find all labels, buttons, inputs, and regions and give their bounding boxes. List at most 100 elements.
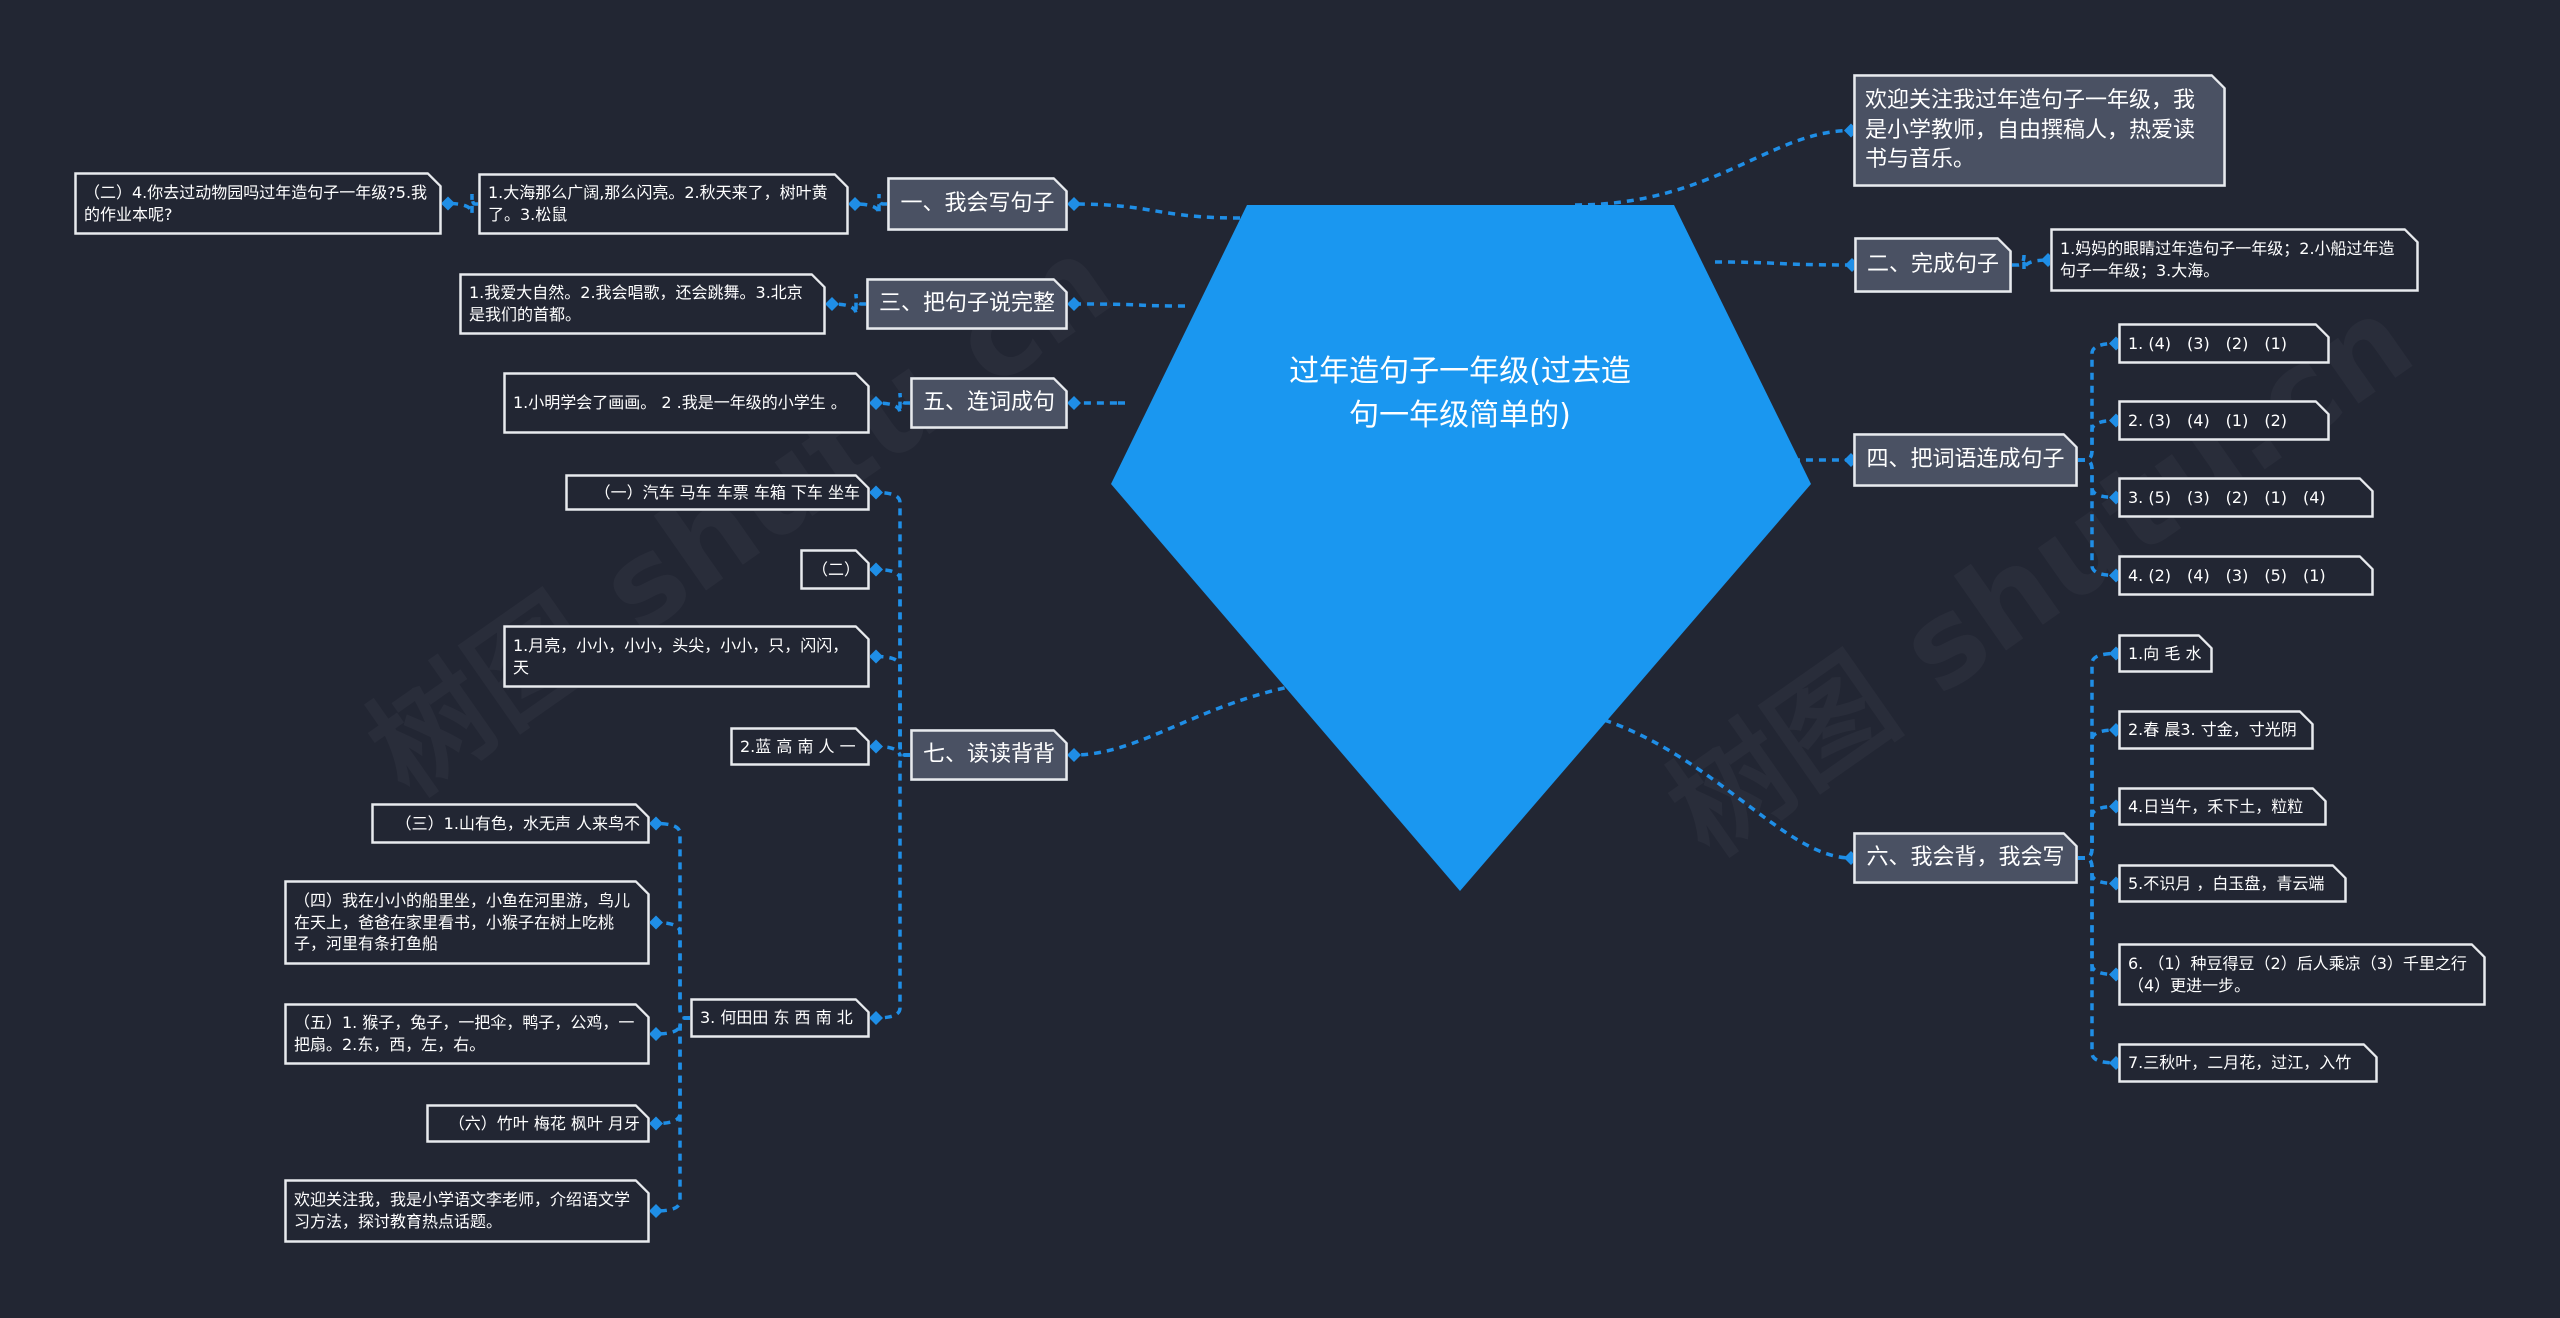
connector-diamond-icon bbox=[1067, 396, 1081, 410]
branch-label: 四、把词语连成句子 bbox=[1866, 447, 2065, 473]
leaf-connect-1[interactable]: 1. (4) (3) (2) (1) bbox=[2118, 323, 2330, 364]
connector-diamond-icon bbox=[869, 562, 883, 577]
branch-complete-sentences[interactable]: 二、完成句子 bbox=[1854, 237, 2012, 293]
center-pentagon[interactable] bbox=[1111, 205, 1811, 891]
leaf-read-2[interactable]: （二） bbox=[800, 549, 870, 590]
subleaf-read-5[interactable]: 欢迎关注我，我是小学语文李老师，介绍语文学习方法，探讨教育热点话题。 bbox=[284, 1179, 650, 1243]
leaf-text: （三）1.山有色，水无声 人来鸟不 bbox=[395, 813, 640, 833]
leaf-text: 3. 何田田 东 西 南 北 bbox=[700, 1008, 853, 1028]
subleaf-write-sentences[interactable]: （二）4.你去过动物园吗过年造句子一年级?5.我的作业本呢? bbox=[74, 172, 442, 235]
subleaf-read-2[interactable]: （四）我在小小的船里坐，小鱼在河里游，鸟儿在天上，爸爸在家里看书，小猴子在树上吃… bbox=[284, 880, 650, 965]
connector-diamond-icon bbox=[869, 485, 883, 500]
branch-connector bbox=[2078, 458, 2117, 578]
leaf-text: （二） bbox=[811, 559, 860, 579]
subleaf-read-3[interactable]: （五）1. 猴子，兔子，一把伞，鸭子，公鸡，一把扇。2.东，西，左，右。 bbox=[284, 1003, 650, 1065]
leaf-connect-4[interactable]: 4. (2) (4) (3) (5) (1) bbox=[2118, 555, 2374, 596]
connector-diamond-icon bbox=[649, 915, 663, 930]
leaf-text: （五）1. 猴子，兔子，一把伞，鸭子，公鸡，一把扇。2.东，西，左，右。 bbox=[294, 1013, 635, 1054]
leaf-text: 1.妈妈的眼睛过年造句子一年级；2.小船过年造句子一年级；3.大海。 bbox=[2060, 239, 2395, 280]
leaf-text: 2. (3) (4) (1) (2) bbox=[2128, 410, 2288, 430]
leaf-recite-4[interactable]: 5.不识月 ，白玉盘，青云端 bbox=[2118, 864, 2347, 903]
branch-connector bbox=[831, 293, 866, 315]
leaf-recite-1[interactable]: 1.向 毛 水 bbox=[2118, 634, 2213, 673]
leaf-text: 5.不识月 ，白玉盘，青云端 bbox=[2128, 873, 2325, 893]
leaf-complete-saying[interactable]: 1.我爱大自然。2.我会唱歌，还会跳舞。3.北京是我们的首都。 bbox=[459, 273, 826, 335]
connector-diamond-icon bbox=[848, 197, 862, 211]
connector-diamond-icon bbox=[1067, 748, 1081, 762]
branch-connector bbox=[875, 753, 910, 1020]
leaf-text: 3. (5) (3) (2) (1) (4) bbox=[2128, 487, 2326, 507]
leaf-recite-3[interactable]: 4.日当午，禾下土，粒粒 bbox=[2118, 787, 2327, 826]
subleaf-read-4[interactable]: （六）竹叶 梅花 枫叶 月牙 bbox=[426, 1104, 650, 1143]
leaf-text: 1.向 毛 水 bbox=[2128, 643, 2202, 663]
branch-label: 七、读读背背 bbox=[922, 742, 1055, 768]
branch-label: 二、完成句子 bbox=[1866, 252, 1999, 278]
connector-diamond-icon bbox=[869, 1011, 883, 1025]
branch-connect-words[interactable]: 四、把词语连成句子 bbox=[1853, 433, 2078, 487]
branch-write-sentences[interactable]: 一、我会写句子 bbox=[887, 177, 1068, 231]
connector-diamond-icon bbox=[1067, 297, 1081, 311]
leaf-text: 6. （1）种豆得豆（2）后人乘凉（3）千里之行（4）更进一步。 bbox=[2128, 953, 2467, 995]
branch-connector bbox=[2012, 254, 2049, 271]
connector-diamond-icon bbox=[825, 297, 839, 311]
branch-label: 一、我会写句子 bbox=[900, 191, 1055, 217]
leaf-complete-sentences[interactable]: 1.妈妈的眼睛过年造句子一年级；2.小船过年造句子一年级；3.大海。 bbox=[2050, 228, 2419, 292]
leaf-recite-6[interactable]: 7.三秋叶，二月花，过江，入竹 bbox=[2118, 1043, 2378, 1083]
branch-label: 五、连词成句 bbox=[922, 390, 1055, 416]
leaf-text: 1.我爱大自然。2.我会唱歌，还会跳舞。3.北京是我们的首都。 bbox=[469, 283, 803, 324]
center-connector bbox=[1514, 703, 1852, 860]
leaf-connect-3[interactable]: 3. (5) (3) (2) (1) (4) bbox=[2118, 477, 2374, 518]
leaf-text: 4.日当午，禾下土，粒粒 bbox=[2128, 796, 2304, 816]
branch-connector bbox=[2078, 418, 2117, 462]
connector-diamond-icon bbox=[441, 196, 455, 211]
leaf-text: （四）我在小小的船里坐，小鱼在河里游，鸟儿在天上，爸爸在家里看书，小猴子在树上吃… bbox=[294, 891, 631, 954]
leaf-text: 2.蓝 高 南 人 一 bbox=[740, 736, 856, 756]
branch-link-words[interactable]: 五、连词成句 bbox=[910, 377, 1068, 429]
leaf-connect-2[interactable]: 2. (3) (4) (1) (2) bbox=[2118, 400, 2330, 441]
center-connector bbox=[1073, 302, 1186, 308]
connector-diamond-icon bbox=[869, 739, 883, 754]
branch-label: 六、我会背，我会写 bbox=[1866, 845, 2065, 871]
leaf-read-5[interactable]: 3. 何田田 东 西 南 北 bbox=[690, 998, 870, 1038]
connector-diamond-icon bbox=[649, 1027, 663, 1041]
leaf-read-3[interactable]: 1.月亮，小小，小小，头尖，小小，只，闪闪，天 bbox=[503, 625, 870, 688]
branch-connector bbox=[655, 1016, 690, 1213]
branch-connector bbox=[2078, 856, 2117, 977]
about-node[interactable]: 欢迎关注我过年造句子一年级，我是小学教师，自由撰稿人，热爱读书与音乐。 bbox=[1853, 74, 2226, 187]
branch-connector bbox=[875, 392, 910, 414]
connector-diamond-icon bbox=[649, 1116, 663, 1131]
leaf-read-1[interactable]: （一）汽车 马车 车票 车箱 下车 坐车 bbox=[565, 474, 870, 511]
connector-diamond-icon bbox=[869, 649, 883, 664]
subleaf-read-1[interactable]: （三）1.山有色，水无声 人来鸟不 bbox=[371, 803, 650, 844]
leaf-text: （二）4.你去过动物园吗过年造句子一年级?5.我的作业本呢? bbox=[84, 182, 428, 224]
leaf-link-words[interactable]: 1.小明学会了画画。 2 .我是一年级的小学生 。 bbox=[503, 372, 870, 434]
connector-diamond-icon bbox=[869, 396, 883, 410]
leaf-text: （六）竹叶 梅花 枫叶 月牙 bbox=[448, 1113, 640, 1133]
center-connector bbox=[1073, 202, 1241, 220]
leaf-write-sentences[interactable]: 1.大海那么广阔,那么闪亮。2.秋天来了，树叶黄了。3.松鼠 bbox=[478, 173, 849, 235]
leaf-recite-5[interactable]: 6. （1）种豆得豆（2）后人乘凉（3）千里之行（4）更进一步。 bbox=[2118, 943, 2486, 1006]
leaf-read-4[interactable]: 2.蓝 高 南 人 一 bbox=[730, 727, 870, 766]
branch-recite-write[interactable]: 六、我会背，我会写 bbox=[1853, 832, 2078, 884]
leaf-text: 1.大海那么广阔,那么闪亮。2.秋天来了，树叶黄了。3.松鼠 bbox=[488, 183, 828, 224]
connector-diamond-icon bbox=[649, 816, 663, 831]
branch-label: 三、把句子说完整 bbox=[878, 291, 1055, 317]
branch-connector bbox=[2078, 728, 2117, 860]
leaf-text: 4. (2) (4) (3) (5) (1) bbox=[2128, 565, 2326, 585]
branch-connector bbox=[2078, 856, 2117, 886]
branch-read-recite[interactable]: 七、读读背背 bbox=[910, 729, 1068, 781]
branch-connector bbox=[2078, 458, 2117, 500]
center-node-title[interactable]: 过年造句子一年级(过去造 句一年级简单的) bbox=[1260, 350, 1660, 437]
branch-connector bbox=[2078, 341, 2117, 462]
leaf-text: 1.小明学会了画画。 2 .我是一年级的小学生 。 bbox=[513, 393, 847, 413]
branch-connector bbox=[447, 193, 478, 214]
leaf-text: 1.月亮，小小，小小，头尖，小小，只，闪闪，天 bbox=[513, 635, 849, 677]
connector-diamond-icon bbox=[1067, 197, 1081, 211]
leaf-text: 1. (4) (3) (2) (1) bbox=[2128, 333, 2288, 353]
branch-complete-saying[interactable]: 三、把句子说完整 bbox=[866, 278, 1068, 330]
branch-connector bbox=[2078, 856, 2117, 1065]
leaf-recite-2[interactable]: 2.春 晨3. 寸金，寸光阴 bbox=[2118, 710, 2314, 750]
